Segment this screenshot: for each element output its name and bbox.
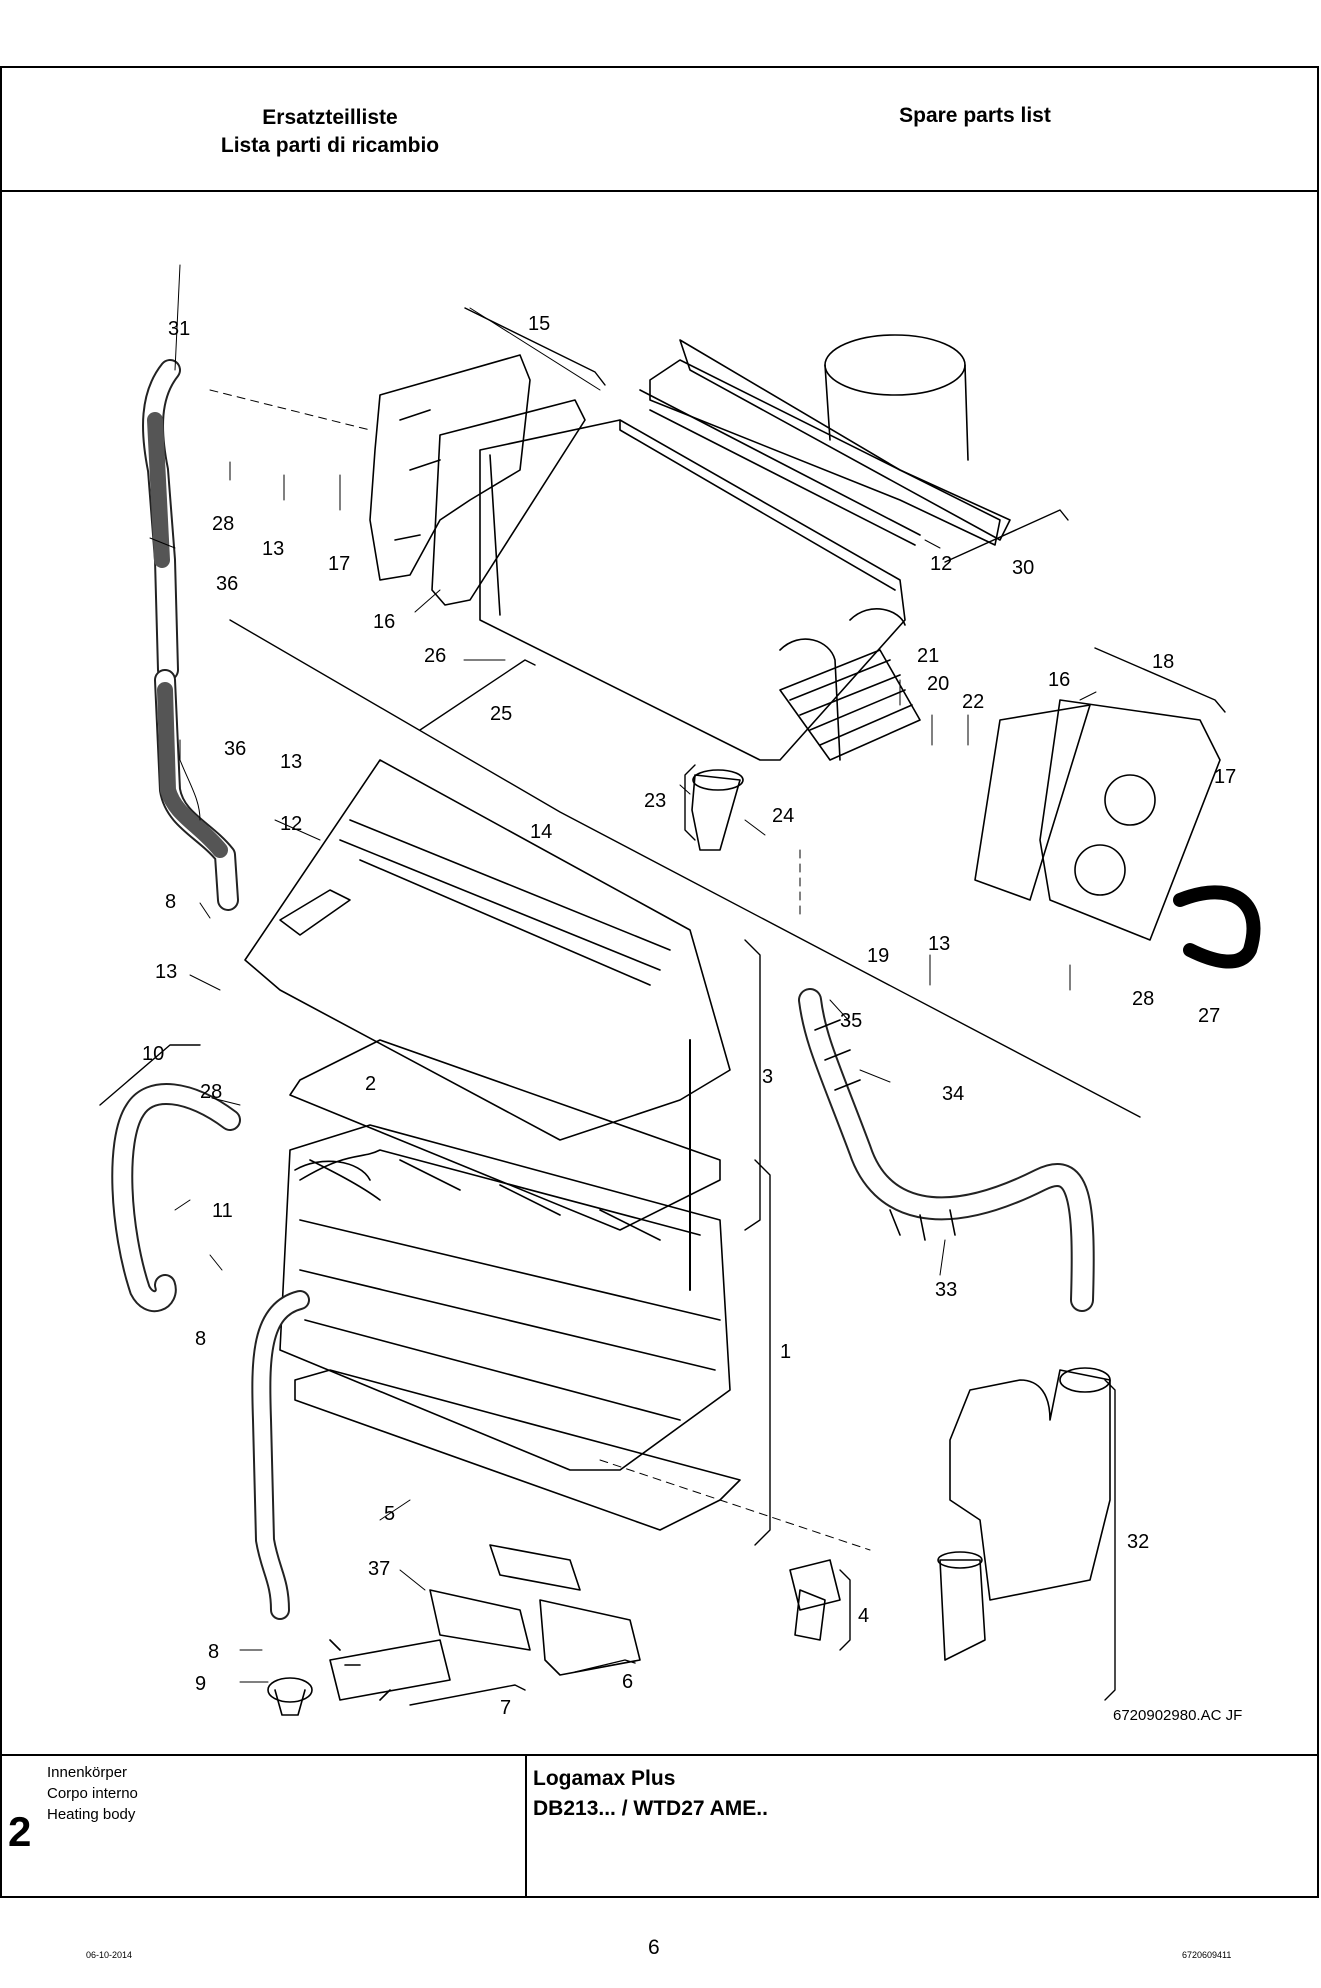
section-name-it: Corpo interno (47, 1785, 138, 1802)
callout-28: 28 (212, 513, 234, 535)
callout-36: 36 (216, 573, 238, 595)
frame-5 (294, 1369, 741, 1531)
sight-glass-6 (539, 1599, 641, 1676)
bracket-4 (789, 1559, 841, 1641)
callout-30: 30 (1012, 557, 1034, 579)
callout-37: 37 (368, 1558, 390, 1580)
callout-27: 27 (1198, 1005, 1220, 1027)
callout-28b: 28 (1132, 988, 1154, 1010)
plate-37 (429, 1589, 531, 1651)
section-name-de: Innenkörper (47, 1764, 128, 1781)
callout-6: 6 (622, 1671, 633, 1693)
product-line-2: DB213... / WTD27 AME.. (533, 1797, 768, 1820)
bracket-15 (464, 307, 606, 386)
callout-22: 22 (962, 691, 984, 713)
bracket-4 (839, 1569, 851, 1651)
header-title-left: Ersatzteilliste Lista parti di ricambio (180, 104, 480, 160)
section-number: 2 (8, 1808, 32, 1855)
title-de: Ersatzteilliste (262, 106, 398, 129)
exploded-parts-drawing: 31 15 28 13 17 36 16 12 30 26 25 21 20 2… (99, 264, 1261, 1719)
callout-24: 24 (772, 805, 794, 827)
callout-8b: 8 (195, 1328, 206, 1350)
callout-15: 15 (528, 313, 550, 335)
callout-13b: 13 (280, 751, 302, 773)
flange-18 (1039, 699, 1221, 941)
callout-18: 18 (1152, 651, 1174, 673)
print-date: 06-10-2014 (86, 1950, 133, 1960)
bracket-7 (409, 1684, 526, 1706)
page-number: 6 (648, 1936, 660, 1959)
callout-4: 4 (858, 1605, 869, 1627)
bracket-3 (744, 939, 761, 1231)
product-line-1: Logamax Plus (533, 1767, 676, 1790)
upper-heat-exchanger (479, 419, 906, 761)
figure-code: 6720902980.AC JF (1113, 1707, 1243, 1724)
electrode-7 (329, 1639, 451, 1701)
callout-10: 10 (142, 1043, 164, 1065)
bracket-32 (1104, 1379, 1116, 1701)
section-names: Innenkörper Corpo interno Heating body (47, 1762, 138, 1825)
callout-26: 26 (424, 645, 446, 667)
callout-11: 11 (212, 1200, 233, 1222)
callout-20: 20 (927, 673, 949, 695)
flange-15 (369, 354, 531, 581)
callout-5: 5 (384, 1503, 395, 1525)
callout-12b: 12 (280, 813, 302, 835)
callout-8c: 8 (208, 1641, 219, 1663)
pipe-27 (1173, 885, 1261, 969)
callout-2: 2 (365, 1073, 376, 1095)
callout-31: 31 (168, 318, 190, 340)
callout-13d: 13 (155, 961, 177, 983)
callout-17b: 17 (1214, 766, 1236, 788)
bracket-6 (574, 1659, 636, 1673)
bracket-18 (1094, 647, 1226, 713)
callout-17: 17 (328, 553, 350, 575)
callout-13c: 13 (928, 933, 950, 955)
bracket-10 (99, 1044, 201, 1106)
callout-16: 16 (373, 611, 395, 633)
callout-14: 14 (530, 821, 552, 843)
callout-13: 13 (262, 538, 284, 560)
title-en: Spare parts list (899, 104, 1051, 127)
bracket-26 (419, 659, 536, 731)
callout-23: 23 (644, 790, 666, 812)
gasket-2 (289, 1039, 721, 1231)
callout-3: 3 (762, 1066, 773, 1088)
product-name: Logamax Plus DB213... / WTD27 AME.. (533, 1764, 768, 1824)
bracket-23 (684, 764, 696, 841)
callout-28c: 28 (200, 1081, 222, 1103)
callout-8: 8 (165, 891, 176, 913)
callout-34: 34 (942, 1083, 964, 1105)
callout-9: 9 (195, 1673, 206, 1695)
callout-35: 35 (840, 1010, 862, 1032)
footer-box (0, 1754, 1319, 1898)
callout-33: 33 (935, 1279, 957, 1301)
document-code: 6720609411 (1182, 1950, 1232, 1960)
section-name-en: Heating body (47, 1806, 136, 1823)
footer-divider (525, 1754, 527, 1898)
callout-32: 32 (1127, 1531, 1149, 1553)
bracket-30 (944, 509, 1069, 563)
callout-7: 7 (500, 1697, 511, 1719)
callout-25: 25 (490, 703, 512, 725)
callout-12: 12 (930, 553, 952, 575)
callout-16b: 16 (1048, 669, 1070, 691)
callout-36b: 36 (224, 738, 246, 760)
seal-9 (267, 1677, 313, 1703)
header-box (0, 66, 1319, 192)
bellows-21 (779, 649, 921, 761)
burner-cover-3 (244, 759, 731, 1141)
funnel-23 (691, 774, 741, 851)
bracket-14 (229, 619, 1141, 1118)
callout-21: 21 (917, 645, 939, 667)
title-it: Lista parti di ricambio (220, 134, 440, 157)
siphon-32 (949, 1369, 1111, 1601)
bracket-1 (754, 1159, 771, 1546)
callout-19: 19 (867, 945, 889, 967)
callout-1: 1 (780, 1341, 791, 1363)
